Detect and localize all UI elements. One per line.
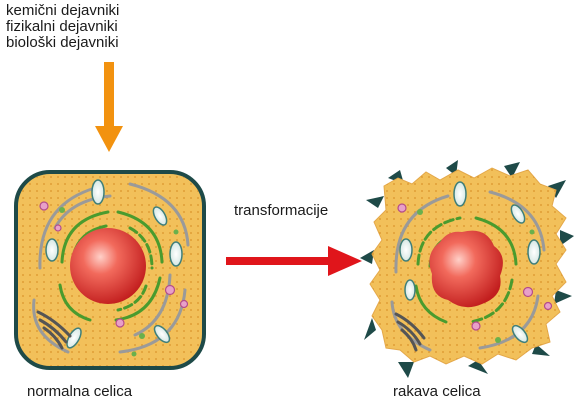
factor-physical: fizikalni dejavniki — [6, 18, 118, 35]
normal-cell — [14, 170, 206, 370]
cancer-cell-label: rakava celica — [393, 383, 481, 400]
normal-nucleus — [70, 228, 146, 304]
transformation-label: transformacije — [234, 202, 329, 219]
factor-chemical: kemični dejavniki — [6, 2, 120, 19]
normal-cell-label: normalna celica — [27, 383, 133, 400]
causal-factors-list: kemični dejavniki fizikalni dejavniki bi… — [6, 3, 119, 51]
cancer-cell — [360, 160, 574, 378]
cancer-nucleus — [429, 230, 503, 308]
transform-arrow — [226, 246, 362, 276]
factor-biological: biološki dejavniki — [6, 34, 119, 51]
down-arrow — [95, 62, 123, 152]
